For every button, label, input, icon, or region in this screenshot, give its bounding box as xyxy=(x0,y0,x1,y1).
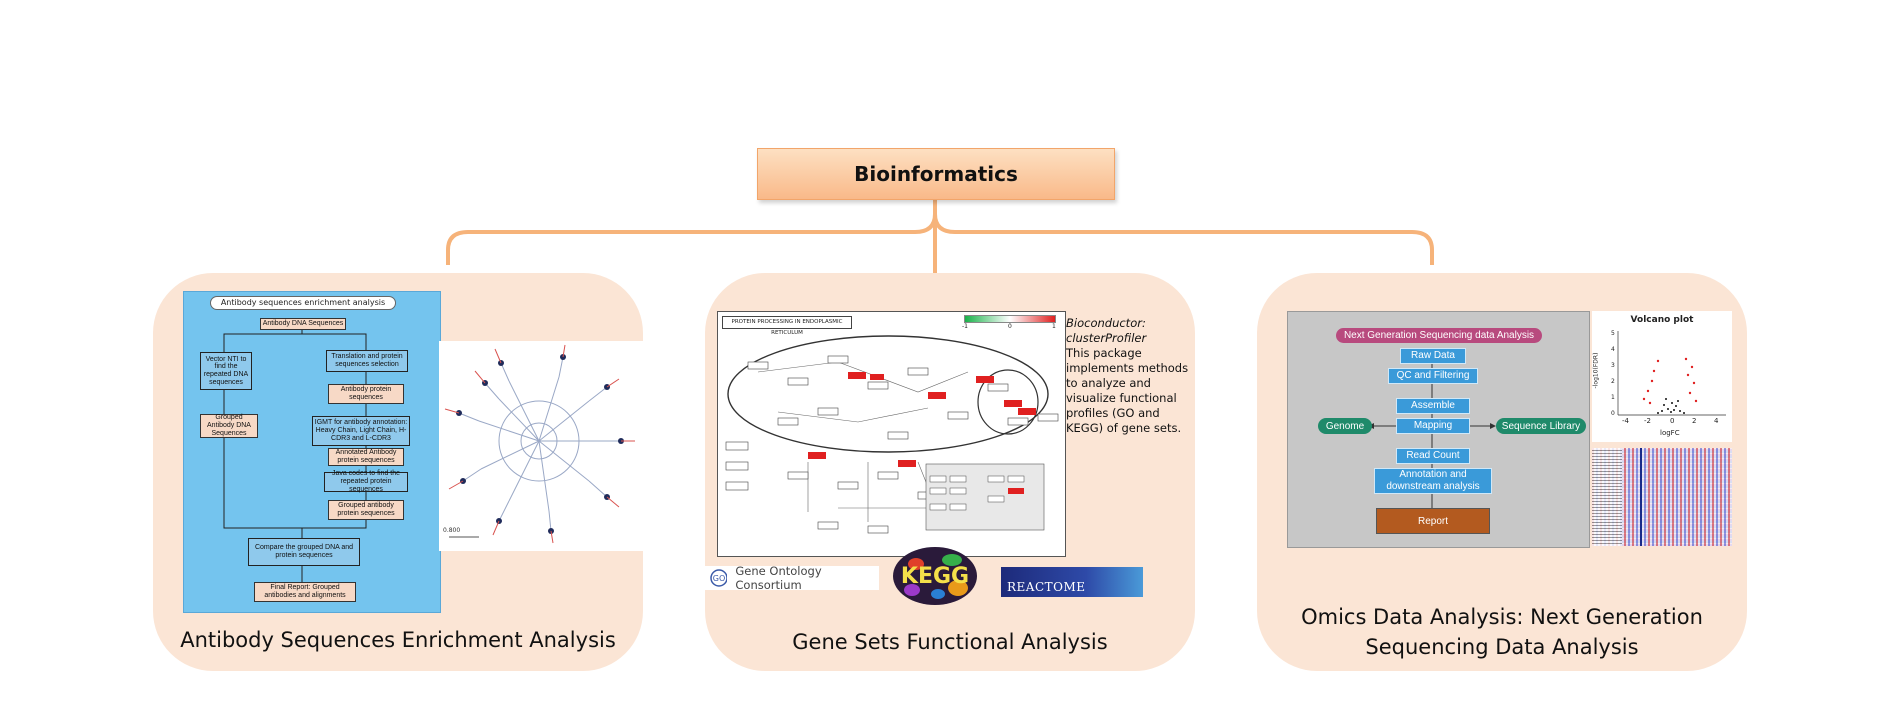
flow-step-annotated: Annotated Antibody protein sequences xyxy=(328,448,404,466)
volcano-xtick-1: -2 xyxy=(1644,417,1651,425)
volcano-ylabel: -log10(FDR) xyxy=(1592,352,1600,389)
legend-min: -1 xyxy=(962,323,968,330)
kegg-icon: KEGG xyxy=(893,547,977,605)
volcano-ytick-0: 0 xyxy=(1611,410,1615,417)
clusterprofiler-description: Bioconductor: clusterProfiler This packa… xyxy=(1066,316,1196,436)
svg-text:GO: GO xyxy=(713,574,726,583)
heatmap-divider xyxy=(1640,448,1642,546)
flow-step-translation: Translation and protein sequences select… xyxy=(326,350,408,372)
expression-heatmap xyxy=(1592,448,1732,546)
legend-mid: 0 xyxy=(1008,323,1012,330)
ngs-assemble: Assemble xyxy=(1396,398,1470,414)
ngs-annotation: Annotation and downstream analysis xyxy=(1374,468,1492,494)
description-bioconductor: Bioconductor: xyxy=(1066,316,1146,330)
flow-step-dna: Antibody DNA Sequences xyxy=(260,318,346,330)
heatmap-dendrogram xyxy=(1592,448,1622,546)
ngs-read-count: Read Count xyxy=(1396,448,1470,464)
flow-step-compare: Compare the grouped DNA and protein sequ… xyxy=(248,538,360,566)
bioinformatics-title: Bioinformatics xyxy=(757,148,1115,200)
volcano-scatter xyxy=(1617,331,1726,416)
ngs-raw-data: Raw Data xyxy=(1400,348,1466,364)
flow-step-report: Final Report: Grouped antibodies and ali… xyxy=(254,582,356,602)
gene-sets-panel-title: Gene Sets Functional Analysis xyxy=(792,630,1108,654)
flow-step-java: Java codes to find the repeated protein … xyxy=(324,470,408,493)
flow-step-igmt: IGMT for antibody annotation: Heavy Chai… xyxy=(312,416,410,446)
volcano-xtick-4: 4 xyxy=(1714,417,1719,425)
omics-title-line1: Omics Data Analysis: Next Generation xyxy=(1301,605,1703,629)
volcano-ytick-3: 3 xyxy=(1611,362,1615,369)
go-logo-text: Gene Ontology Consortium xyxy=(735,564,822,592)
flowchart-arrows xyxy=(223,328,367,582)
pathway-heading: PROTEIN PROCESSING IN ENDOPLASMIC RETICU… xyxy=(722,316,852,336)
legend-max: 1 xyxy=(1052,323,1056,330)
volcano-ytick-2: 2 xyxy=(1611,378,1615,385)
volcano-ytick-4: 4 xyxy=(1611,346,1615,353)
go-consortium-logo: GO Gene Ontology Consortium xyxy=(705,564,879,592)
volcano-ytick-1: 1 xyxy=(1611,394,1615,401)
reactome-logo: REACTOME xyxy=(1001,567,1143,597)
circular-tree-icon: 0.800 xyxy=(443,344,635,544)
volcano-xlabel: logFC xyxy=(1660,429,1680,437)
ngs-genome: Genome xyxy=(1318,418,1372,434)
volcano-xtick-3: 2 xyxy=(1692,417,1697,425)
go-icon: GO xyxy=(710,569,728,587)
ngs-qc-filtering: QC and Filtering xyxy=(1388,368,1478,384)
volcano-xtick-2: 0 xyxy=(1670,417,1675,425)
ngs-workflow-diagram: Next Generation Sequencing data Analysis… xyxy=(1287,311,1590,548)
antibody-panel-title: Antibody Sequences Enrichment Analysis xyxy=(180,628,616,652)
antibody-flowchart: Antibody sequences enrichment analysis A… xyxy=(183,291,441,613)
reactome-logo-text: REACTOME xyxy=(1007,580,1086,594)
volcano-plot: Volcano plot -4 -2 0 2 4 0 1 2 3 4 5 log… xyxy=(1592,311,1732,442)
description-clusterprofiler: clusterProfiler xyxy=(1066,331,1147,345)
ngs-report: Report xyxy=(1376,508,1490,534)
ngs-sequence-library: Sequence Library xyxy=(1496,418,1586,434)
omics-panel-title: Omics Data Analysis: Next Generation Seq… xyxy=(1257,602,1747,662)
flowchart-heading: Antibody sequences enrichment analysis xyxy=(210,296,396,310)
volcano-xtick-0: -4 xyxy=(1622,417,1629,425)
volcano-title: Volcano plot xyxy=(1630,315,1694,325)
omics-title-line2: Sequencing Data Analysis xyxy=(1365,635,1639,659)
flow-step-grouped-dna: Grouped Antibody DNA Sequences xyxy=(200,414,258,438)
kegg-logo: KEGG xyxy=(892,546,978,606)
flow-step-vector: Vector NTI to find the repeated DNA sequ… xyxy=(200,352,252,390)
pathway-legend-bar xyxy=(964,315,1056,323)
flow-step-protein: Antibody protein sequences xyxy=(328,384,404,404)
description-body: This package implements methods to analy… xyxy=(1066,346,1189,435)
ngs-mapping: Mapping xyxy=(1396,418,1470,434)
svg-text:KEGG: KEGG xyxy=(901,564,969,589)
phylogenetic-tree: 0.800 xyxy=(439,341,645,551)
pathway-network-icon xyxy=(725,335,1059,534)
kegg-pathway-map: PROTEIN PROCESSING IN ENDOPLASMIC RETICU… xyxy=(717,311,1066,557)
ngs-banner: Next Generation Sequencing data Analysis xyxy=(1336,328,1542,343)
flow-step-grouped-protein: Grouped antibody protein sequences xyxy=(328,500,404,520)
svg-text:0.800: 0.800 xyxy=(443,527,460,534)
volcano-ytick-5: 5 xyxy=(1611,330,1615,337)
